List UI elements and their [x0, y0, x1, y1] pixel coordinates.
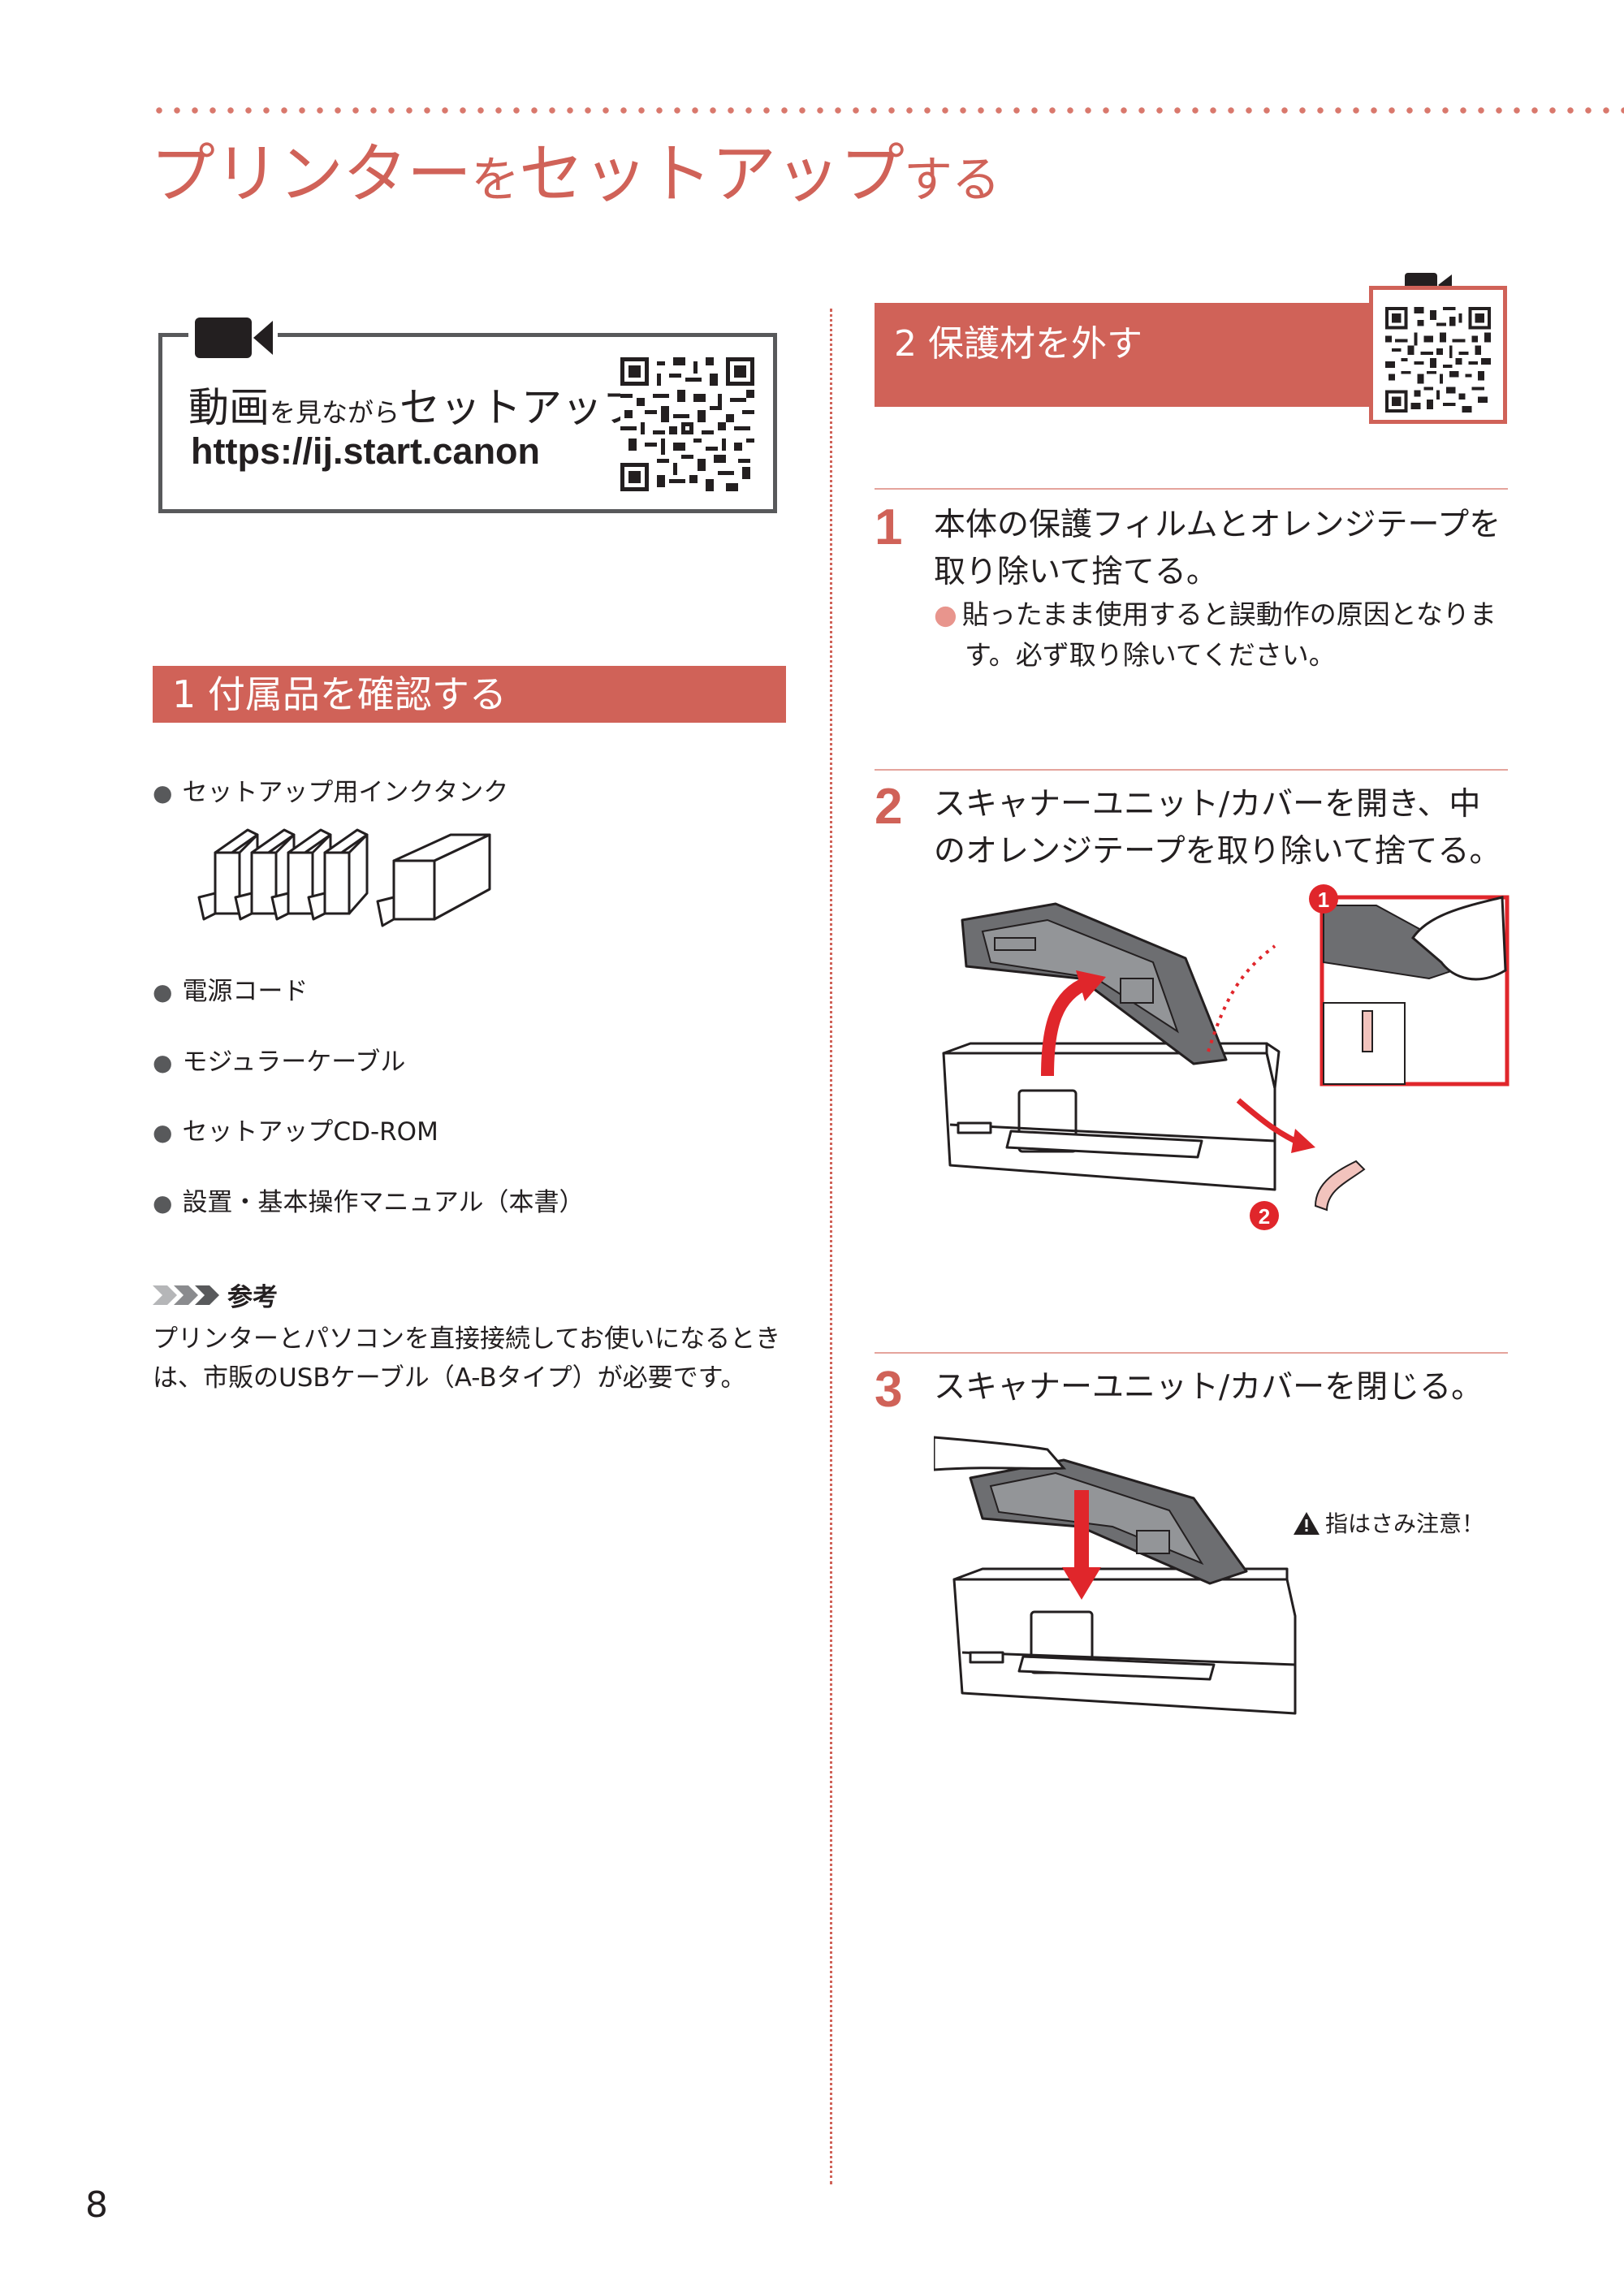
- note-bullet-icon: ●: [934, 598, 957, 630]
- note-arrows-icon: [153, 1283, 226, 1311]
- note-title: 参考: [227, 1283, 278, 1312]
- warning-note: 指はさみ注意！: [1293, 1506, 1484, 1539]
- callout-1: 1: [1318, 888, 1329, 912]
- list-item: モジュラーケーブル: [153, 1041, 405, 1078]
- printer-close-illustration: [932, 1421, 1307, 1730]
- list-item: セットアップ用インクタンク: [153, 771, 508, 808]
- qr-code-icon: [620, 357, 754, 491]
- step-3-text: スキャナーユニット/カバーを閉じる。: [934, 1369, 1484, 1406]
- page-title: プリンターをセットアップする: [150, 122, 1000, 216]
- callout-2: 2: [1259, 1204, 1270, 1229]
- top-dotted-rule: [150, 106, 1624, 115]
- step-divider: [875, 1352, 1508, 1354]
- list-item: 設置・基本操作マニュアル（本書）: [153, 1182, 584, 1218]
- step-3-number: 3: [875, 1362, 903, 1418]
- step-divider: [875, 488, 1508, 490]
- step-1-note-text: 貼ったまま使用すると誤動作の原因となります。必ず取り除いてください。: [961, 598, 1497, 671]
- note-text: プリンターとパソコンを直接接続してお使いになるときは、市販のUSBケーブル（A-…: [153, 1324, 781, 1393]
- title-part-3: セットアップ: [519, 136, 905, 212]
- section1-heading: 1 付属品を確認する: [153, 666, 786, 723]
- step-2-number: 2: [875, 779, 903, 835]
- step-1-number: 1: [875, 499, 903, 555]
- step-1-note: ●貼ったまま使用すると誤動作の原因となります。必ず取り除いてください。: [934, 594, 1541, 676]
- step-2-text: スキャナーユニット/カバーを開き、中のオレンジテープを取り除いて捨てる。: [934, 786, 1501, 870]
- ink-tanks-illustration: [183, 820, 499, 930]
- warning-text: 指はさみ注意！: [1325, 1510, 1485, 1537]
- page-number: 8: [85, 2184, 108, 2226]
- step-divider: [875, 769, 1508, 771]
- list-item: セットアップCD-ROM: [153, 1111, 438, 1147]
- section2-heading: 2 保護材を外す: [875, 303, 1394, 407]
- video-camera-icon: [188, 313, 278, 363]
- video-text-3: セットアップ: [400, 384, 644, 431]
- step-1-text: 本体の保護フィルムとオレンジテープを取り除いて捨てる。: [934, 507, 1501, 590]
- title-part-4: する: [904, 152, 1000, 209]
- list-item: 電源コード: [153, 970, 308, 1007]
- qr-code-icon: [1385, 307, 1491, 413]
- video-text-1: 動画: [188, 384, 270, 431]
- printer-open-illustration: 1 2: [934, 881, 1510, 1238]
- video-text-2: を見ながら: [270, 397, 400, 428]
- video-box-text: 動画を見ながらセットアップ: [188, 375, 643, 434]
- video-url-link[interactable]: https://ij.start.canon: [191, 430, 541, 472]
- column-divider: [830, 309, 832, 2184]
- warning-icon: [1294, 1512, 1320, 1535]
- title-part-1: プリンター: [150, 136, 472, 212]
- title-part-2: を: [471, 152, 520, 209]
